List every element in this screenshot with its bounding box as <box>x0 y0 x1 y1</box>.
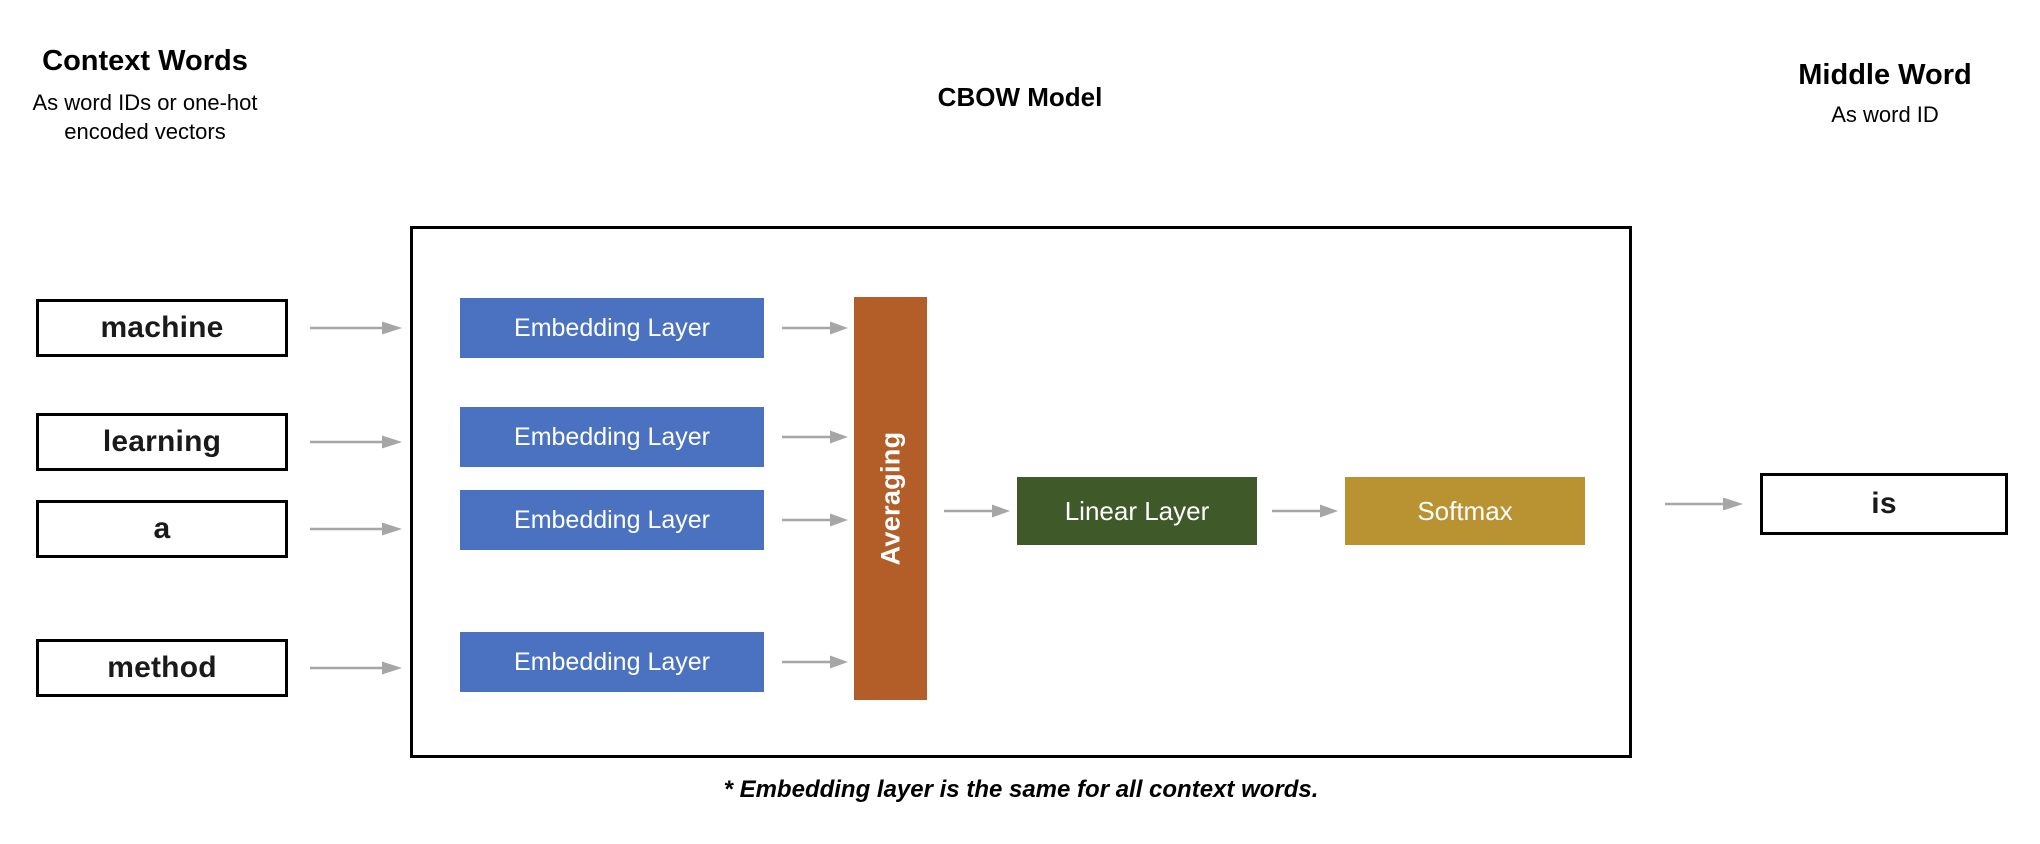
arrow-linear-to-softmax <box>1272 504 1338 518</box>
arrow-embedding2-to-averaging <box>782 430 848 444</box>
arrow-embedding3-to-averaging <box>782 513 848 527</box>
context-word-box-method[interactable]: method <box>36 639 288 697</box>
output-word-box-is[interactable]: is <box>1760 473 2008 535</box>
context-words-heading: Context Words <box>42 45 248 77</box>
arrow-machine-to-embedding <box>310 321 402 335</box>
arrow-averaging-to-linear <box>944 504 1010 518</box>
context-word-box-machine[interactable]: machine <box>36 299 288 357</box>
arrow-a-to-embedding <box>310 522 402 536</box>
embedding-layer-block-2[interactable]: Embedding Layer <box>460 407 764 467</box>
embedding-layer-block-1[interactable]: Embedding Layer <box>460 298 764 358</box>
page-title: CBOW Model <box>937 82 1103 112</box>
arrow-method-to-embedding <box>310 661 402 675</box>
embedding-layer-block-4[interactable]: Embedding Layer <box>460 632 764 692</box>
arrow-learning-to-embedding <box>310 435 402 449</box>
averaging-label: Averaging <box>875 431 906 566</box>
context-word-box-learning[interactable]: learning <box>36 413 288 471</box>
footnote-text: * Embedding layer is the same for all co… <box>723 776 1319 803</box>
middle-word-subheading: As word ID <box>1831 102 1939 127</box>
embedding-layer-block-3[interactable]: Embedding Layer <box>460 490 764 550</box>
context-words-subheading: As word IDs or one-hot encoded vectors <box>32 90 258 145</box>
cbow-model-container <box>410 226 1632 758</box>
arrow-embedding4-to-averaging <box>782 655 848 669</box>
arrow-model-to-output-word <box>1665 497 1743 511</box>
arrow-embedding1-to-averaging <box>782 321 848 335</box>
context-word-box-a[interactable]: a <box>36 500 288 558</box>
softmax-block[interactable]: Softmax <box>1345 477 1585 545</box>
averaging-block[interactable]: Averaging <box>854 297 927 700</box>
middle-word-heading: Middle Word <box>1798 59 1972 91</box>
linear-layer-block[interactable]: Linear Layer <box>1017 477 1257 545</box>
